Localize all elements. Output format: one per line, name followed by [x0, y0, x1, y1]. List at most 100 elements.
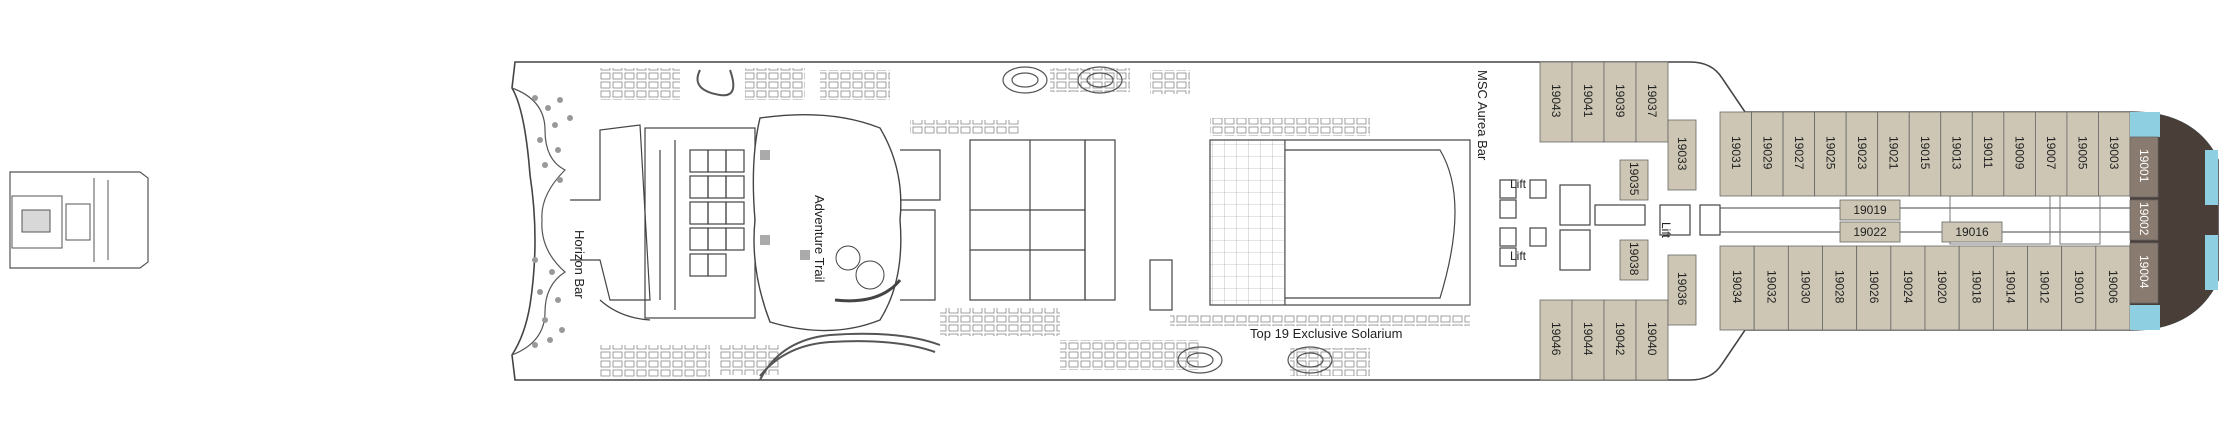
cabin-number: 19026: [1867, 270, 1881, 304]
lift-label: Lift: [1510, 177, 1527, 191]
cabin-number: 19003: [2107, 136, 2121, 170]
slides: [696, 69, 941, 381]
cabin[interactable]: 19001: [2129, 136, 2159, 198]
cabin-box: [1619, 159, 1649, 201]
cabin[interactable]: 19015: [1908, 111, 1942, 197]
cabin-box: [1787, 245, 1823, 331]
adventure-trail-label: Adventure Trail: [812, 195, 827, 283]
cabin-box: [1839, 221, 1901, 243]
lift-label: Lift: [1510, 249, 1527, 263]
cabin-box: [1839, 199, 1901, 221]
cabin[interactable]: 19021: [1877, 111, 1910, 197]
cabin-box: [2027, 245, 2063, 331]
cabin-box: [2095, 245, 2131, 331]
cabin-box: [1571, 299, 1605, 381]
cabin[interactable]: 19020: [1924, 245, 1960, 331]
cabin[interactable]: 19009: [2003, 111, 2036, 197]
cabin[interactable]: 19022: [1839, 221, 1901, 243]
cabin[interactable]: 19019: [1839, 199, 1901, 221]
cabin-number: 19011: [1981, 136, 1995, 169]
cabin[interactable]: 19004: [2129, 242, 2159, 304]
cabin[interactable]: 19005: [2066, 111, 2099, 197]
cabin-number: 19037: [1645, 84, 1659, 118]
cabin[interactable]: 19035: [1619, 159, 1649, 201]
cabin-number: 19040: [1645, 322, 1659, 356]
cabin[interactable]: 19038: [1619, 239, 1649, 281]
cabin-box: [1856, 245, 1892, 331]
cabin-box: [1822, 245, 1858, 331]
cabin[interactable]: 19002: [2129, 199, 2159, 241]
cabin-box: [1940, 111, 1973, 197]
cabin-number: 19018: [1969, 270, 1983, 304]
cabin-number: 19042: [1613, 322, 1627, 356]
cabin-number: 19046: [1549, 322, 1563, 356]
cabin[interactable]: 19030: [1787, 245, 1823, 331]
cabin-box: [1539, 61, 1573, 143]
cabin-box: [2066, 111, 2099, 197]
cabin[interactable]: 19010: [2061, 245, 2097, 331]
cabin[interactable]: 19013: [1940, 111, 1973, 197]
cabin-number: 19039: [1613, 84, 1627, 118]
cabin-number: 19020: [1935, 270, 1949, 304]
cabin[interactable]: 19006: [2095, 245, 2131, 331]
cabin-number: 19041: [1581, 84, 1595, 118]
cabin-number: 19034: [1730, 270, 1744, 304]
cabin-box: [1890, 245, 1926, 331]
cabin[interactable]: 19037: [1635, 61, 1669, 143]
cabin[interactable]: 19032: [1753, 245, 1789, 331]
cabin-number: 19015: [1918, 136, 1932, 170]
cabin[interactable]: 19003: [2098, 111, 2131, 197]
cabin[interactable]: 19043: [1539, 61, 1573, 143]
cabin-box: [1814, 111, 1847, 197]
cabin-number: 19005: [2076, 136, 2090, 170]
cabin[interactable]: 19014: [1992, 245, 2028, 331]
cabin[interactable]: 19040: [1635, 299, 1669, 381]
cabin-number: 19014: [2003, 270, 2017, 304]
cabin[interactable]: 19044: [1571, 299, 1605, 381]
cabin[interactable]: 19028: [1822, 245, 1858, 331]
cabin-box: [1924, 245, 1960, 331]
cabin[interactable]: 19018: [1958, 245, 1994, 331]
cabin-number: 19012: [2038, 270, 2052, 304]
cabin[interactable]: 19029: [1751, 111, 1784, 197]
cabin[interactable]: 19034: [1719, 245, 1755, 331]
loungers: [600, 68, 1470, 377]
cabin[interactable]: 19042: [1603, 299, 1637, 381]
cabin-number: 19007: [2044, 136, 2058, 170]
cabin[interactable]: 19007: [2034, 111, 2068, 197]
cabin-number: 19006: [2106, 270, 2120, 304]
cabin-number: 19009: [2013, 136, 2027, 170]
cabin-box: [1782, 111, 1816, 197]
cabin[interactable]: 19012: [2027, 245, 2063, 331]
cabin[interactable]: 19041: [1571, 61, 1605, 143]
cabin[interactable]: 19016: [1941, 221, 2003, 243]
aft-view: [9, 171, 149, 269]
cabin[interactable]: 19036: [1667, 254, 1697, 326]
cabin-box: [2129, 199, 2159, 241]
cabin[interactable]: 19025: [1814, 111, 1847, 197]
cabin-box: [1751, 111, 1784, 197]
cabin[interactable]: 19039: [1603, 61, 1637, 143]
cabin-number: 19030: [1798, 270, 1812, 304]
cabin-box: [1877, 111, 1910, 197]
cabin-number: 19027: [1792, 136, 1806, 170]
cabin[interactable]: 19023: [1845, 111, 1879, 197]
cabin-box: [1603, 61, 1637, 143]
cabin-box: [1719, 245, 1755, 331]
cabin[interactable]: 19027: [1782, 111, 1816, 197]
cabin[interactable]: 19033: [1667, 119, 1697, 191]
cabin[interactable]: 19046: [1539, 299, 1573, 381]
cabin[interactable]: 19031: [1719, 111, 1752, 197]
cabin[interactable]: 19024: [1890, 245, 1926, 331]
cabin-box: [1719, 111, 1752, 197]
cabin[interactable]: 19026: [1856, 245, 1892, 331]
lifts: [1499, 179, 1721, 271]
cabin[interactable]: 19011: [1971, 111, 2005, 197]
cabin-box: [1635, 61, 1669, 143]
cabin-number: 19043: [1549, 84, 1563, 118]
cabin-number: 19019: [1853, 203, 1887, 217]
solarium: [1209, 139, 1471, 306]
cabin-number: 19004: [2137, 255, 2151, 289]
cabin-box: [1753, 245, 1789, 331]
cabin-number: 19035: [1627, 162, 1641, 196]
